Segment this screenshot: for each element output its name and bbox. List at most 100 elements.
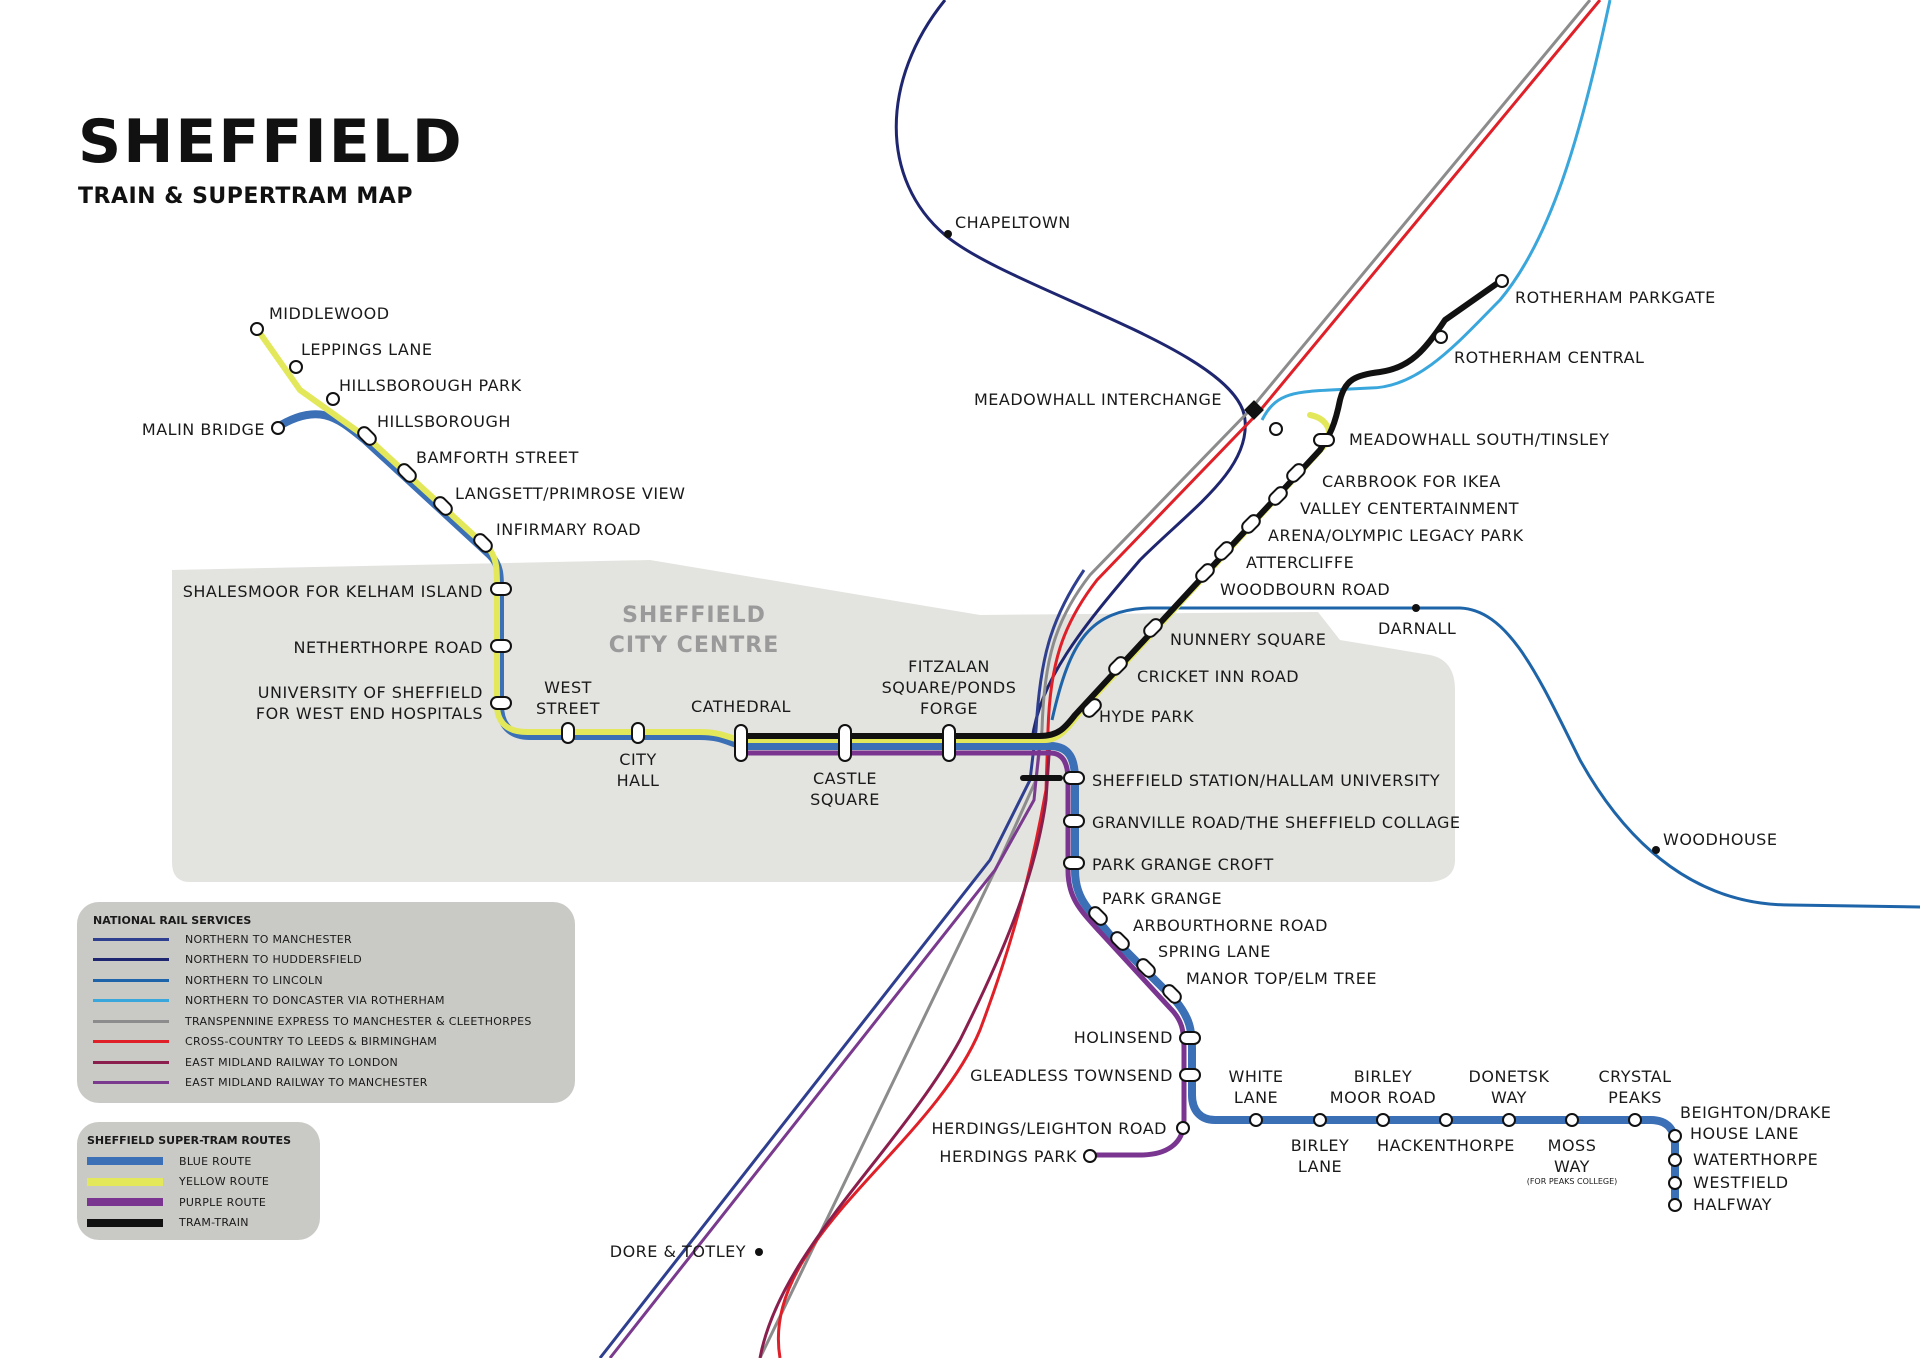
tram-stop xyxy=(1136,958,1156,978)
legend-tram-label: TRAM-TRAIN xyxy=(179,1216,249,1230)
tram-train-route xyxy=(742,277,1505,739)
tram-stop xyxy=(271,421,285,435)
label-crystal-peaks: PEAKS xyxy=(1608,1088,1662,1107)
tram-stop xyxy=(1143,618,1163,638)
label-halfway: HALFWAY xyxy=(1693,1195,1772,1214)
legend-tram-row: TRAM-TRAIN xyxy=(87,1213,304,1234)
label-city-hall: CITY xyxy=(619,750,656,769)
tram-stop xyxy=(1313,1113,1327,1127)
label-cathedral: CATHEDRAL xyxy=(691,697,791,716)
tram-stop xyxy=(490,639,512,653)
label-middlewood: MIDDLEWOOD xyxy=(269,304,390,323)
tram-purple-route xyxy=(742,750,1187,1158)
legend-rail-label: NORTHERN TO HUDDERSFIELD xyxy=(185,953,363,967)
tram-stop xyxy=(289,360,303,374)
label-chapeltown: CHAPELTOWN xyxy=(955,213,1071,232)
tram-stop xyxy=(1439,1113,1453,1127)
tram-stop xyxy=(1434,330,1448,344)
label-crystal-peaks: CRYSTAL xyxy=(1598,1067,1671,1086)
label-meadowhall-interchange: MEADOWHALL INTERCHANGE xyxy=(974,390,1222,409)
legend-rail-label: TRANSPENNINE EXPRESS TO MANCHESTER & CLE… xyxy=(185,1014,532,1028)
legend-rail-row: EAST MIDLAND RAILWAY TO MANCHESTER xyxy=(93,1073,559,1094)
legend-tram-label: BLUE ROUTE xyxy=(179,1154,252,1168)
label-meadowhall-south: MEADOWHALL SOUTH/TINSLEY xyxy=(1349,430,1610,449)
tram-stop xyxy=(1179,1031,1201,1045)
label-dore-totley: DORE & TOTLEY xyxy=(610,1242,746,1261)
tram-stop xyxy=(433,496,453,516)
label-carbrook: CARBROOK FOR IKEA xyxy=(1322,472,1501,491)
label-white-lane: LANE xyxy=(1234,1088,1278,1107)
tram-stop xyxy=(1565,1113,1579,1127)
tram-stop xyxy=(250,322,264,336)
label-langsett: LANGSETT/PRIMROSE VIEW xyxy=(455,484,685,503)
tram-stop xyxy=(326,392,340,406)
legend-tram-swatch xyxy=(87,1157,163,1166)
tram-stop xyxy=(1063,814,1085,828)
tram-stop xyxy=(473,533,493,553)
legend-rail-label: NORTHERN TO LINCOLN xyxy=(185,973,323,987)
label-birley-lane: BIRLEY xyxy=(1291,1136,1350,1155)
tram-stop xyxy=(1376,1113,1390,1127)
label-moss-way: WAY xyxy=(1554,1157,1590,1176)
label-park-grange: PARK GRANGE xyxy=(1102,889,1222,908)
label-infirmary-road: INFIRMARY ROAD xyxy=(496,520,641,539)
legend-rail-label: NORTHERN TO MANCHESTER xyxy=(185,932,352,946)
station-dot xyxy=(755,1248,763,1256)
legend-tram-swatch xyxy=(87,1198,163,1207)
label-fitzalan: SQUARE/PONDS xyxy=(882,678,1017,697)
label-donetsk: WAY xyxy=(1491,1088,1527,1107)
label-nunnery: NUNNERY SQUARE xyxy=(1170,630,1326,649)
legend-rail-row: NORTHERN TO LINCOLN xyxy=(93,970,559,991)
label-shalesmoor: SHALESMOOR FOR KELHAM ISLAND xyxy=(183,582,483,601)
tram-stop xyxy=(1668,1176,1682,1190)
label-city-hall: HALL xyxy=(617,771,660,790)
label-herdings-park: HERDINGS PARK xyxy=(939,1147,1077,1166)
label-woodbourn: WOODBOURN ROAD xyxy=(1220,580,1390,599)
legend-tram-swatch xyxy=(87,1177,163,1186)
tram-stop xyxy=(1668,1153,1682,1167)
rail-northern-manchester xyxy=(598,569,1086,1358)
tram-stop xyxy=(1313,433,1335,447)
label-gleadless: GLEADLESS TOWNSEND xyxy=(970,1066,1173,1085)
tram-stop xyxy=(942,724,956,762)
legend-rail-swatch xyxy=(93,1040,169,1044)
legend-rail-swatch xyxy=(93,1019,169,1023)
rail-stations xyxy=(755,230,1660,1256)
tram-stop xyxy=(1063,856,1085,870)
label-valley: VALLEY CENTERTAINMENT xyxy=(1300,499,1519,518)
label-beighton: BEIGHTON/DRAKE xyxy=(1680,1103,1831,1122)
rail-emr-manchester xyxy=(608,739,1042,1358)
tram-stop xyxy=(1269,422,1283,436)
station-labels: MIDDLEWOOD LEPPINGS LANE HILLSBOROUGH PA… xyxy=(142,213,1831,1261)
label-netherthorpe: NETHERTHORPE ROAD xyxy=(294,638,484,657)
rail-northern-huddersfield xyxy=(894,0,1247,741)
legend-tram-swatch xyxy=(87,1218,163,1227)
tram-stop xyxy=(1083,1149,1097,1163)
tram-stop xyxy=(631,722,645,744)
label-donetsk: DONETSK xyxy=(1469,1067,1550,1086)
label-birley-lane: LANE xyxy=(1298,1157,1342,1176)
tram-stop xyxy=(1110,931,1130,951)
legend-rail-swatch xyxy=(93,958,169,962)
tram-stop xyxy=(490,696,512,710)
label-fitzalan: FORGE xyxy=(920,699,978,718)
label-castle-square: CASTLE xyxy=(813,769,877,788)
legend-tram-label: YELLOW ROUTE xyxy=(179,1175,270,1189)
tram-stop xyxy=(357,426,377,446)
tram-stop xyxy=(1268,486,1288,506)
label-arbourthorne: ARBOURTHORNE ROAD xyxy=(1133,916,1328,935)
legend-tram-row: YELLOW ROUTE xyxy=(87,1172,304,1193)
legend-rail-label: CROSS-COUNTRY TO LEEDS & BIRMINGHAM xyxy=(185,1035,438,1049)
station-dot xyxy=(1652,846,1660,854)
label-moss-way-note: (FOR PEAKS COLLEGE) xyxy=(1527,1177,1618,1186)
tram-stop xyxy=(1241,514,1261,534)
legend-tram-heading: SHEFFIELD SUPER-TRAM ROUTES xyxy=(87,1134,292,1147)
legend-rail-row: NORTHERN TO DONCASTER VIA ROTHERHAM xyxy=(93,991,559,1012)
city-centre-label: SHEFFIELD xyxy=(622,603,766,628)
rail-northern-lincoln xyxy=(1050,606,1920,909)
label-moss-way: MOSS xyxy=(1548,1136,1597,1155)
label-attercliffe: ATTERCLIFFE xyxy=(1246,553,1354,572)
label-waterthorpe: WATERTHORPE xyxy=(1693,1150,1818,1169)
label-birley-moor: BIRLEY xyxy=(1354,1067,1413,1086)
legend-rail-row: NORTHERN TO MANCHESTER xyxy=(93,929,559,950)
